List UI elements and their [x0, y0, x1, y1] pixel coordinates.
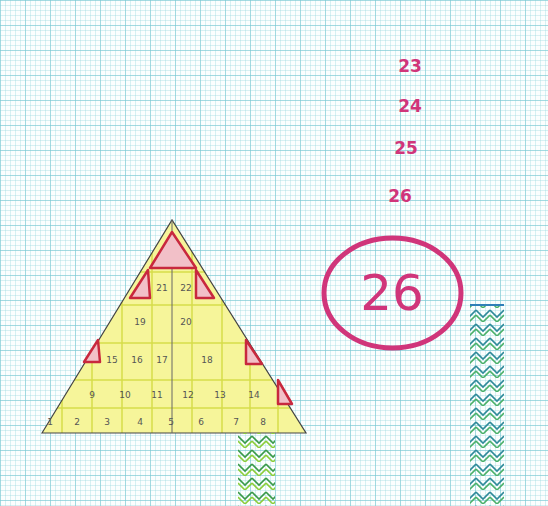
cell-number: 5 — [168, 418, 174, 427]
cell-number: 18 — [201, 356, 212, 365]
cell-number: 12 — [182, 391, 193, 400]
cell-number: 13 — [214, 391, 225, 400]
circled-answer: 26 — [320, 234, 465, 352]
cell-number: 17 — [156, 356, 167, 365]
count-number: 24 — [398, 98, 422, 115]
cell-number: 14 — [248, 391, 259, 400]
cell-number: 22 — [180, 284, 191, 293]
circled-number: 26 — [360, 268, 424, 318]
cell-number: 2 — [74, 418, 80, 427]
cell-number: 10 — [119, 391, 130, 400]
cell-number: 11 — [151, 391, 162, 400]
cell-number: 4 — [137, 418, 143, 427]
cell-number: 7 — [233, 418, 239, 427]
cell-number: 6 — [198, 418, 204, 427]
cell-number: 19 — [134, 318, 145, 327]
count-number: 25 — [394, 140, 418, 157]
cell-number: 8 — [260, 418, 266, 427]
cell-number: 3 — [104, 418, 110, 427]
cell-number: 20 — [180, 318, 191, 327]
cell-number: 16 — [131, 356, 142, 365]
count-number: 26 — [388, 188, 412, 205]
cell-number: 15 — [106, 356, 117, 365]
cell-number: 21 — [156, 284, 167, 293]
cell-number: 9 — [89, 391, 95, 400]
cell-number: 1 — [47, 418, 53, 427]
count-number: 23 — [398, 58, 422, 75]
